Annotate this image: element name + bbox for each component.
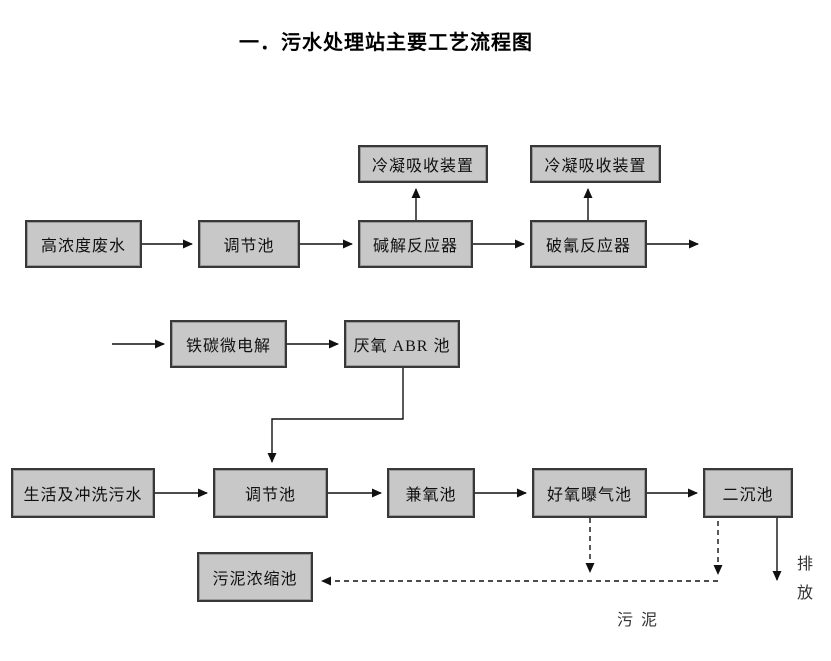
page-title: 一．污水处理站主要工艺流程图 [239, 32, 533, 54]
box-regulating-tank-1: 调节池 [198, 220, 300, 268]
arrow-abr-to-regtank2 [267, 368, 404, 463]
box-high-concentration-wastewater: 高浓度废水 [25, 220, 142, 268]
discharge-label: 排放 [796, 556, 813, 602]
box-condenser-absorber-1: 冷凝吸收装置 [358, 145, 488, 183]
box-facultative-tank: 兼氧池 [387, 468, 475, 518]
box-domestic-flushing-sewage: 生活及冲洗污水 [11, 468, 155, 518]
box-secondary-sedimentation-tank: 二沉池 [703, 468, 793, 518]
box-regulating-tank-2: 调节池 [213, 468, 328, 518]
box-condenser-absorber-2: 冷凝吸收装置 [530, 145, 661, 183]
box-aerobic-aeration-tank: 好氧曝气池 [532, 468, 647, 518]
box-anaerobic-abr-tank: 厌氧 ABR 池 [344, 320, 460, 368]
box-sludge-thickening-tank: 污泥浓缩池 [197, 552, 313, 602]
box-alkaline-hydrolysis-reactor: 碱解反应器 [358, 220, 473, 268]
sludge-label: 污 泥 [617, 612, 660, 629]
box-iron-carbon-microelectrolysis: 铁碳微电解 [170, 320, 287, 368]
box-cyanide-breaking-reactor: 破氰反应器 [530, 220, 647, 268]
